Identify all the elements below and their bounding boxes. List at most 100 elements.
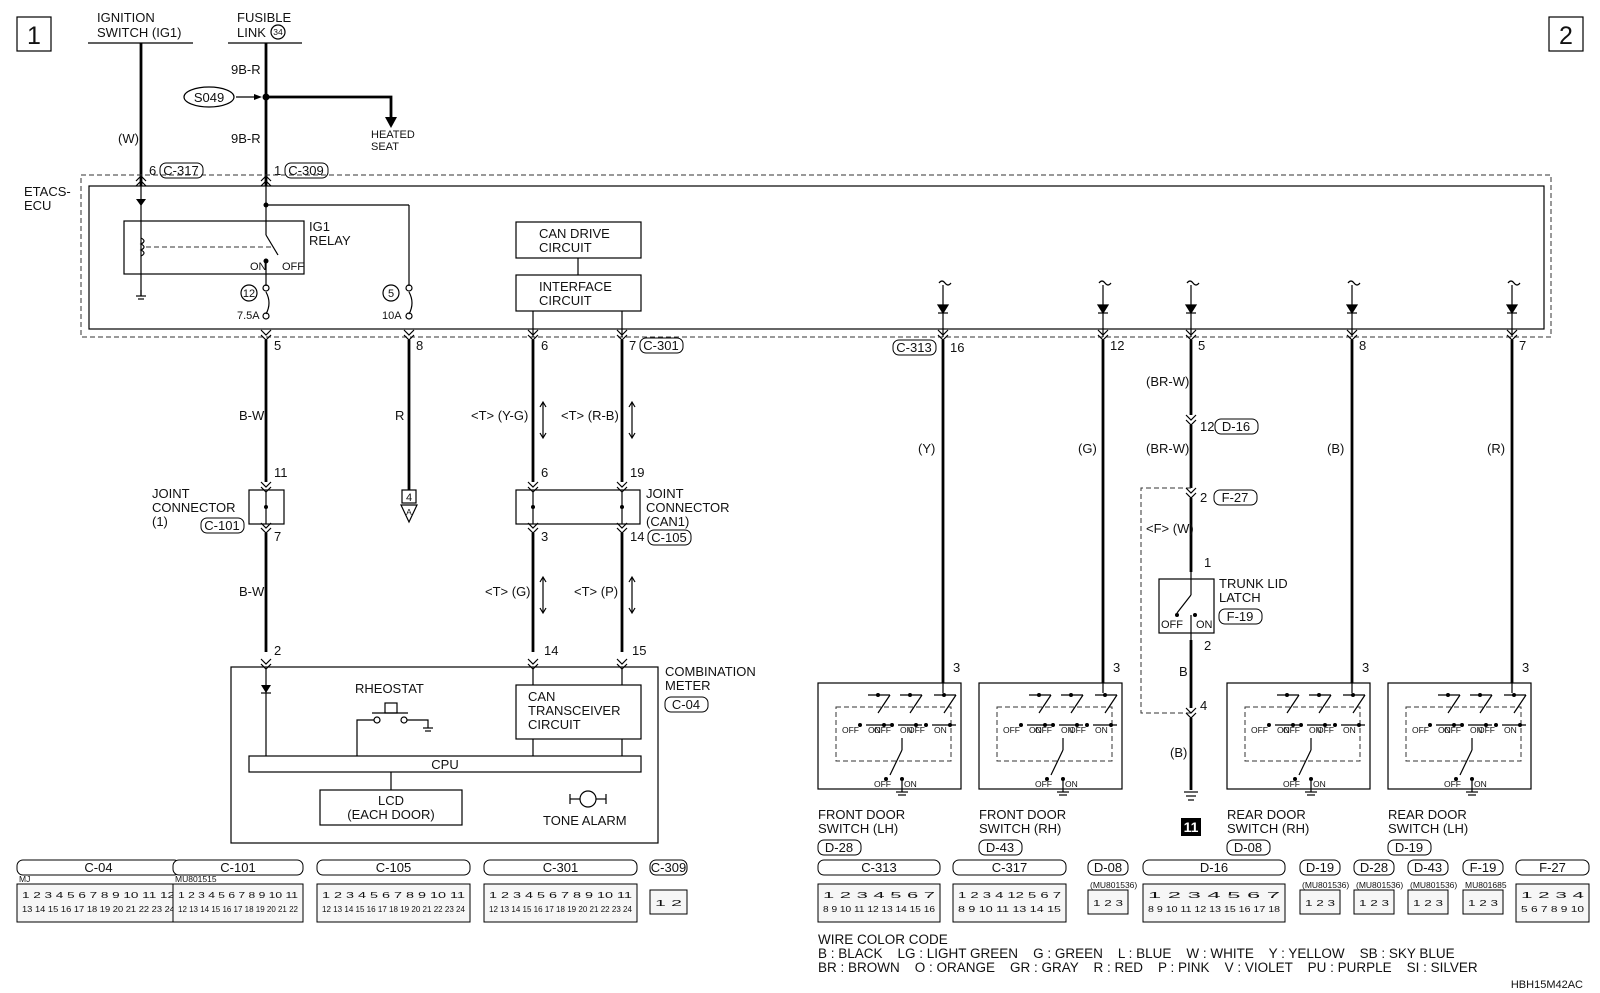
svg-text:JOINT: JOINT: [646, 486, 684, 501]
svg-text:CIRCUIT: CIRCUIT: [528, 717, 581, 732]
svg-text:SWITCH (RH): SWITCH (RH): [1227, 821, 1309, 836]
connector-pin-row: 1 2 3: [1468, 898, 1498, 908]
switch-on-label: ON: [1313, 779, 1326, 789]
page-marker-right: 2: [1548, 16, 1584, 52]
ground-ref-4a: 4 A: [400, 489, 418, 524]
svg-text:<T> (P): <T> (P): [574, 584, 618, 599]
connector-view-d-28: D-28(MU801536)1 2 3: [1353, 859, 1403, 915]
svg-text:(BR-W): (BR-W): [1146, 441, 1189, 456]
connector-pin-row: 5 6 7 8 9 10: [1521, 904, 1584, 914]
switch-off-label: OFF: [1003, 725, 1020, 735]
switch-on-label: ON: [1474, 779, 1487, 789]
svg-text:ON: ON: [1196, 619, 1213, 631]
connector-view-label: D-43: [1414, 860, 1442, 875]
svg-text:B: B: [1179, 664, 1188, 679]
svg-text:METER: METER: [665, 678, 711, 693]
switch-off-label: OFF: [1283, 725, 1300, 735]
svg-text:BR : BROWN O : ORANGE GR: BR : BROWN O : ORANGE GR : GRAY R : RED …: [818, 960, 1478, 975]
connector-part-number: (MU801536): [1090, 880, 1137, 890]
connector-view-d-16: D-161 2 3 4 5 6 78 9 10 11 12 13 15 16 1…: [1142, 859, 1286, 923]
connector-pin-row: 1 2 3 4 5 6 7 8 9 10 11 12: [22, 890, 175, 900]
tone-alarm-icon: [579, 790, 597, 808]
svg-text:5: 5: [1198, 338, 1205, 353]
connector-c313-tag: C-313: [896, 340, 931, 355]
svg-text:(R): (R): [1487, 441, 1505, 456]
fusible-link-label: FUSIBLE: [237, 10, 292, 25]
svg-text:CAN DRIVE: CAN DRIVE: [539, 226, 610, 241]
svg-text:5: 5: [388, 288, 394, 300]
connector-pin-row: 12 13 14 15 16 17 18 19 20 21 22 23 24: [322, 904, 465, 914]
svg-text:CONNECTOR: CONNECTOR: [152, 500, 236, 515]
connector-view-label: D-28: [1360, 860, 1388, 875]
svg-text:CAN: CAN: [528, 689, 555, 704]
fusible-link-label-2: LINK: [237, 25, 266, 40]
connector-d19-tag: D-19: [1395, 840, 1423, 855]
svg-text:12: 12: [243, 288, 255, 300]
svg-text:3: 3: [1362, 660, 1369, 675]
connector-pin-row: 1 2 3 4: [1521, 890, 1585, 900]
switch-on-label: ON: [1438, 725, 1451, 735]
wire-color-code-legend: WIRE COLOR CODE B : BLACK LG : LIGHT GRE…: [818, 932, 1478, 975]
svg-text:12: 12: [1200, 419, 1214, 434]
connector-part-number: MU801515: [175, 874, 217, 884]
connector-view-label: C-309: [651, 860, 686, 875]
svg-text:3: 3: [1113, 660, 1120, 675]
trunk-option-boundary: [1140, 487, 1191, 714]
svg-text:8: 8: [1359, 338, 1366, 353]
switch-off-label: OFF: [1035, 779, 1052, 789]
connector-view-d-43: D-43(MU801536)1 2 3: [1407, 859, 1457, 915]
page-marker-left: 1: [16, 16, 52, 52]
svg-text:(Y): (Y): [918, 441, 935, 456]
connector-pin-row: 13 14 15 16 17 18 19 20 21 22 23 24: [22, 904, 175, 914]
ground-marker-11: 11: [1181, 818, 1201, 836]
switch-on-label: ON: [1504, 725, 1517, 735]
svg-text:WIRE COLOR CODE: WIRE COLOR CODE: [818, 932, 948, 947]
etacs-ecu-label: ETACS-: [24, 184, 71, 199]
connector-pin-row: 1 2 3: [1413, 898, 1443, 908]
svg-text:LATCH: LATCH: [1219, 590, 1261, 605]
connector-pin-row: 1 2 3 4 12 5 6 7: [958, 890, 1061, 900]
heated-seat-label-2: SEAT: [371, 141, 399, 153]
connector-pin-row: 1 2 3 4 5 6 7 8 9 10 11: [322, 890, 465, 900]
switch-off-label: OFF: [1444, 779, 1461, 789]
svg-text:16: 16: [950, 340, 964, 355]
connector-view-label: F-27: [1539, 860, 1566, 875]
svg-text:3: 3: [1522, 660, 1529, 675]
joint-connector-1: JOINT CONNECTOR (1) C-101: [152, 486, 285, 534]
connector-c105-tag: C-105: [651, 530, 686, 545]
wire-label-9b-r-bot: 9B-R: [231, 131, 261, 146]
switch-off-label: OFF: [1317, 725, 1334, 735]
connector-view-label: C-101: [220, 860, 255, 875]
svg-text:OFF: OFF: [1161, 619, 1183, 631]
svg-text:2: 2: [1559, 22, 1573, 50]
connector-pin-row: 1 2 3: [1359, 898, 1389, 908]
switch-on-label: ON: [934, 725, 947, 735]
switch-off-label: OFF: [874, 779, 891, 789]
svg-text:TONE ALARM: TONE ALARM: [543, 813, 627, 828]
svg-text:<F> (W): <F> (W): [1146, 521, 1194, 536]
svg-text:2: 2: [1200, 490, 1207, 505]
connector-pin-row: 1 2 3 4 5 6 7 8 9 10 11: [178, 890, 298, 900]
svg-text:(B): (B): [1170, 745, 1187, 760]
svg-text:15: 15: [632, 643, 646, 658]
svg-text:6: 6: [541, 338, 548, 353]
svg-text:(EACH DOOR): (EACH DOOR): [347, 807, 434, 822]
connector-c04-tag: C-04: [672, 697, 700, 712]
connector-d28-tag: D-28: [825, 840, 853, 855]
ig1-relay: ON OFF IG1 RELAY: [123, 186, 351, 275]
svg-text:1: 1: [1204, 555, 1211, 570]
svg-text:3: 3: [541, 529, 548, 544]
connector-pin-row: 1 2 3 4 5 6 7 8 9 10 11: [489, 890, 632, 900]
interface-circuit: INTERFACE CIRCUIT: [515, 274, 642, 312]
fuse-12: 12 7.5A: [237, 261, 270, 322]
etacs-door-inputs: [936, 280, 1521, 337]
connector-part-number: MJ: [19, 874, 30, 884]
connector-pin-row: 12 13 14 15 16 17 18 19 20 21 22 23 24: [489, 904, 632, 914]
